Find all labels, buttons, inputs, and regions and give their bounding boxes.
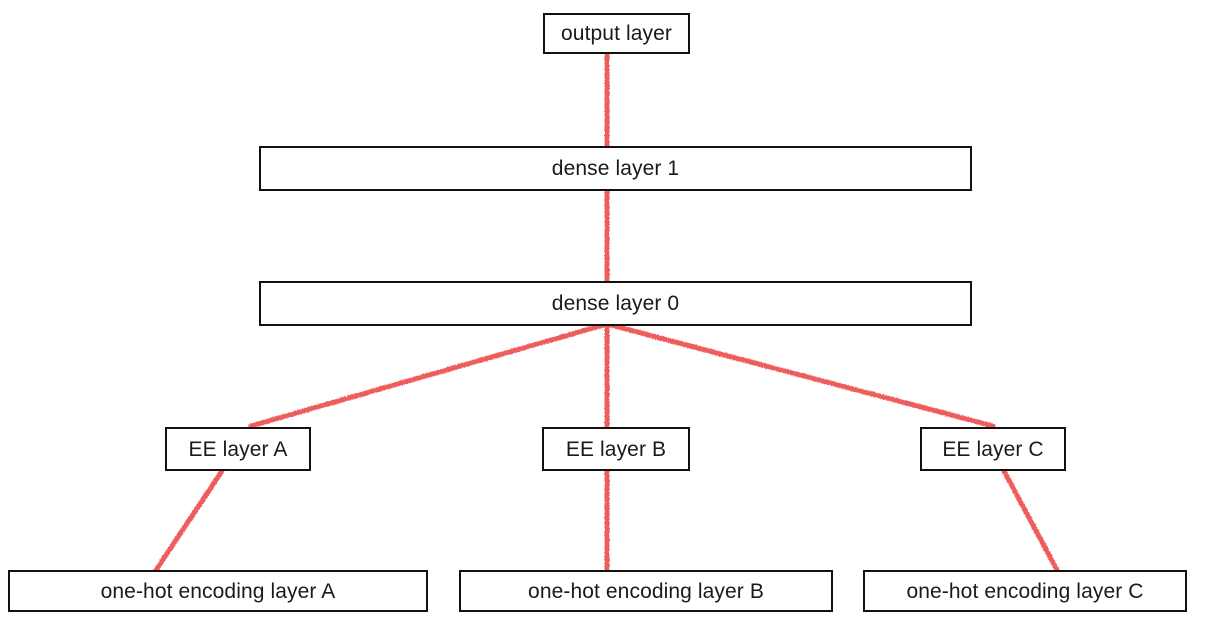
node-label-eeA: EE layer A — [188, 437, 288, 461]
node-label-output: output layer — [561, 22, 672, 45]
node-label-ohC: one-hot encoding layer C — [906, 579, 1144, 603]
node-dense1[interactable]: dense layer 1 — [259, 146, 972, 191]
node-label-dense1: dense layer 1 — [551, 157, 680, 180]
node-label-ohA: one-hot encoding layer A — [100, 579, 336, 603]
edge-dense0-to-eeC — [604, 321, 996, 429]
node-eeC[interactable]: EE layer C — [920, 427, 1066, 471]
node-label-eeB: EE layer B — [565, 437, 667, 461]
edge-eeA-to-ohA — [153, 468, 225, 573]
node-output[interactable]: output layer — [543, 13, 690, 54]
node-label-eeC: EE layer C — [942, 437, 1044, 461]
node-eeB[interactable]: EE layer B — [542, 427, 690, 471]
node-eeA[interactable]: EE layer A — [165, 427, 311, 471]
node-ohB[interactable]: one-hot encoding layer B — [459, 570, 833, 612]
node-dense0[interactable]: dense layer 0 — [259, 281, 972, 326]
node-ohA[interactable]: one-hot encoding layer A — [8, 570, 428, 612]
edge-eeC-to-ohC — [1001, 468, 1060, 573]
node-label-ohB: one-hot encoding layer B — [528, 579, 764, 603]
node-ohC[interactable]: one-hot encoding layer C — [863, 570, 1187, 612]
edge-dense0-to-eeA — [248, 321, 610, 429]
node-label-dense0: dense layer 0 — [551, 292, 680, 315]
